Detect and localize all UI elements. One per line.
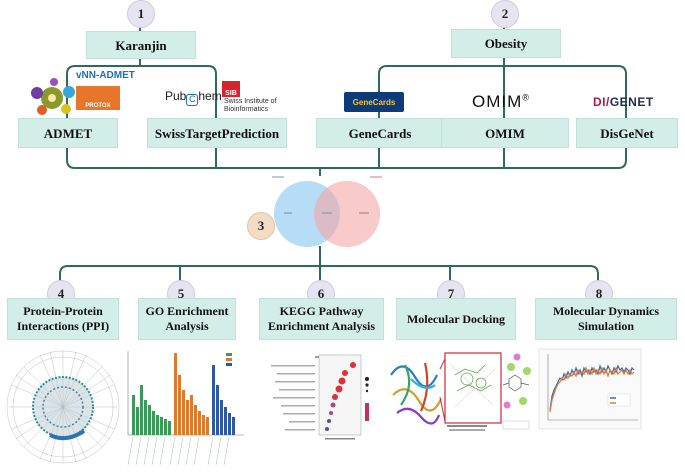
karanjin-label: Karanjin bbox=[115, 37, 167, 53]
molecular-docking-image bbox=[390, 352, 531, 431]
kegg-bubble-chart-image bbox=[268, 348, 380, 440]
omim-box: OMIM bbox=[441, 118, 569, 148]
disgenet-s-icon: / bbox=[606, 95, 610, 109]
obesity-box: Obesity bbox=[451, 29, 561, 58]
go-enrichment-chart-image bbox=[127, 351, 244, 466]
swisstargetprediction-box: SwissTargetPrediction bbox=[147, 118, 287, 148]
ppi-box: Protein-Protein Interactions (PPI) bbox=[7, 298, 119, 340]
step-number-1: 1 bbox=[127, 0, 155, 28]
ppi-network-image bbox=[6, 350, 120, 464]
sib-badge: SIB bbox=[222, 81, 240, 97]
sib-line2: Bioinformatics bbox=[224, 106, 268, 113]
kegg-pathway-box: KEGG Pathway Enrichment Analysis bbox=[259, 298, 384, 340]
molecular-dynamics-box: Molecular Dynamics Simulation bbox=[535, 298, 677, 340]
sib-logo: SIB Swiss Institute of Bioinformatics bbox=[222, 81, 292, 117]
step-number-2: 2 bbox=[491, 0, 519, 28]
molecule-icon bbox=[31, 78, 75, 115]
step-number-3: 3 bbox=[247, 212, 275, 240]
go-enrichment-box: GO Enrichment Analysis bbox=[138, 298, 236, 340]
genecards-logo: GeneCards bbox=[344, 92, 404, 112]
molecular-dynamics-chart-image bbox=[538, 348, 642, 430]
vnn-admet-text: vNN-ADMET bbox=[76, 70, 135, 81]
venn-diagram bbox=[272, 176, 382, 247]
karanjin-box: Karanjin bbox=[86, 31, 196, 59]
admet-box: ADMET bbox=[18, 118, 118, 148]
molecular-docking-box: Molecular Docking bbox=[396, 298, 516, 340]
protox-logo: PROTOX bbox=[76, 86, 120, 110]
venn-circle-right bbox=[314, 181, 380, 247]
genecards-box: GeneCards bbox=[316, 118, 444, 148]
disgenet-logo: DI/GENET bbox=[593, 95, 654, 109]
pubchem-c-icon: C bbox=[186, 94, 199, 106]
obesity-label: Obesity bbox=[484, 36, 528, 51]
sib-line1: Swiss Institute of bbox=[224, 98, 277, 105]
omim-logo: OMIM® bbox=[472, 92, 530, 111]
vnn-admet-logo: vNN-ADMET PROTOX bbox=[28, 70, 158, 116]
disgenet-box: DisGeNet bbox=[576, 118, 678, 148]
